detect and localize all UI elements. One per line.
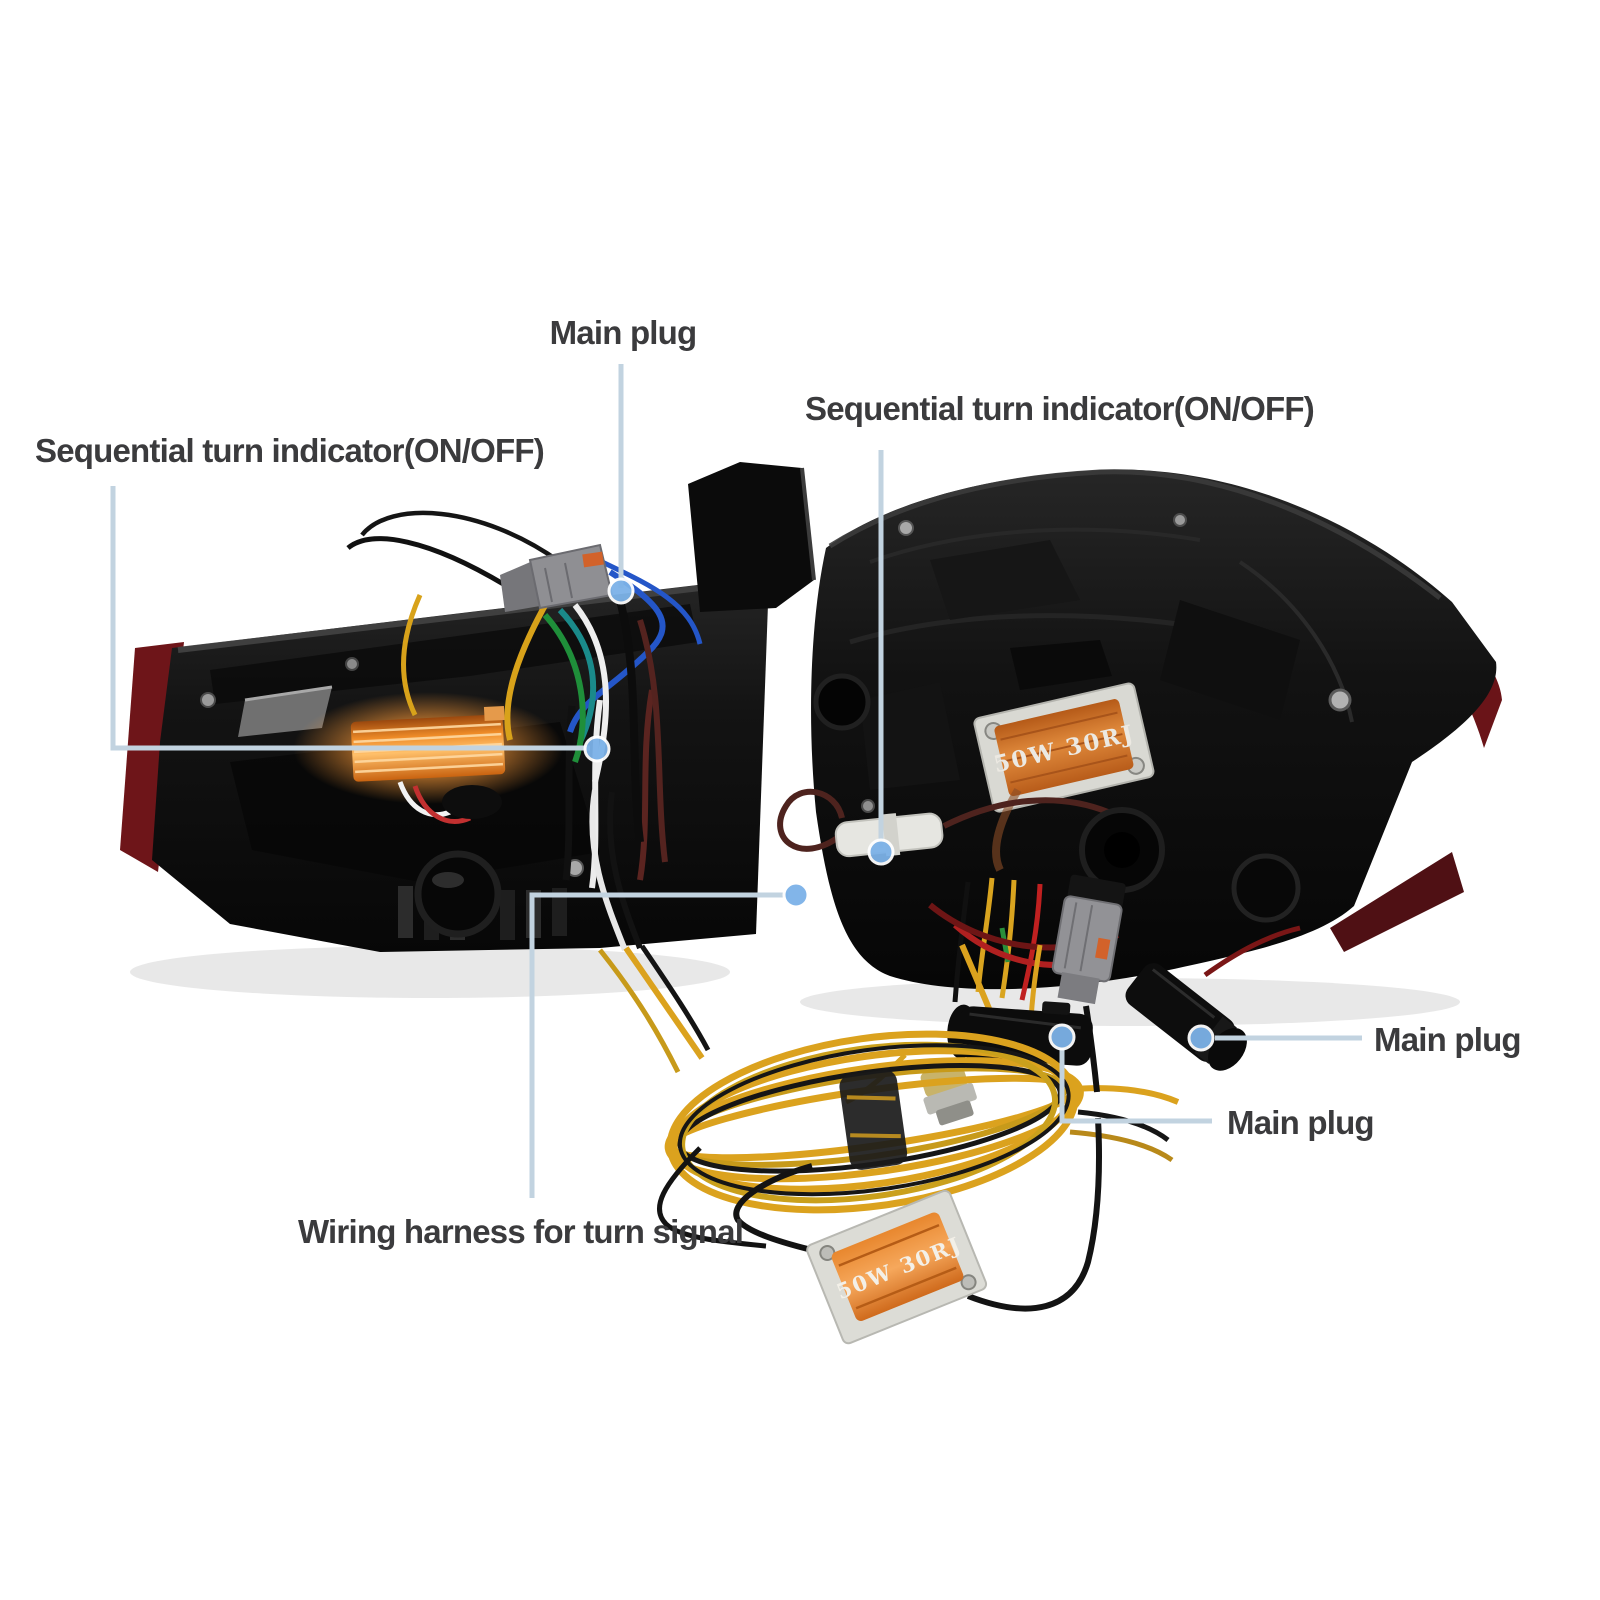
callout-dot-main-plug-top: [607, 577, 635, 605]
bulb-socket-core: [1104, 832, 1140, 868]
coil-feed-wires: [598, 943, 1180, 1163]
resistor-lead-right-loop: [966, 1117, 1102, 1312]
callout-dot-main-plug-right-lower: [1048, 1023, 1076, 1051]
fin-edge-highlight: [800, 467, 816, 581]
right-lamp-bulb-socket-2: [1231, 853, 1301, 923]
right-tail-lamp: 50W 30RJ: [688, 462, 1502, 1003]
main-plug-connector-hanging: [1051, 874, 1126, 1005]
connector-feed-wire: [1203, 925, 1301, 978]
hanging-plug-wire: [1083, 1005, 1100, 1093]
right-lamp-recess-hole: [813, 673, 871, 731]
bottom-load-resistor: 50W 30RJ: [806, 1189, 988, 1345]
left-lamp-bulb-socket: [414, 850, 502, 938]
right-lamp-screws: [861, 513, 1352, 813]
callout-dot-main-plug-right-upper: [1187, 1024, 1215, 1052]
resistor-connector-black: [442, 785, 502, 819]
bulb-socket-highlight: [432, 872, 464, 888]
right-lamp-top-fin: [688, 462, 814, 612]
left-lamp-screws: [200, 657, 584, 877]
callout-line-sequential-left: [110, 486, 590, 751]
resistor-mount-bracket: [1010, 640, 1112, 690]
coil-to-resistor-wire: [656, 1146, 767, 1249]
resistor-lead-white: [397, 781, 451, 818]
resistor-lead-left: [733, 1163, 821, 1255]
callout-dot-sequential-right: [867, 838, 895, 866]
right-lamp-inner-contours: [849, 527, 1354, 790]
resistor-lead-red: [412, 785, 472, 824]
callout-line-wiring-harness: [529, 892, 788, 1198]
copper-reflection: [992, 787, 1022, 872]
label-main-plug-right-upper: Main plug: [1374, 1021, 1521, 1058]
right-lamp-red-trim-bottom: [1330, 852, 1464, 952]
label-main-plug-top: Main plug: [550, 314, 697, 351]
right-lamp-top-rim-highlight: [828, 469, 1442, 600]
callout-line-main-plug-right-lower: [1059, 1048, 1212, 1124]
drop-shadows: [130, 946, 1460, 1026]
label-wiring-harness: Wiring harness for turn signal: [298, 1213, 743, 1250]
right-load-resistor: 50W 30RJ: [973, 682, 1155, 813]
label-sequential-right: Sequential turn indicator(ON/OFF): [805, 390, 1314, 427]
callout-dot-sequential-left: [583, 735, 611, 763]
metal-patch-highlight: [244, 685, 333, 702]
label-sequential-left: Sequential turn indicator(ON/OFF): [35, 432, 544, 469]
callouts: Main plug Sequential turn indicator(ON/O…: [35, 314, 1522, 1250]
label-main-plug-right-lower: Main plug: [1227, 1104, 1374, 1141]
callout-dot-wiring-harness: [782, 881, 810, 909]
